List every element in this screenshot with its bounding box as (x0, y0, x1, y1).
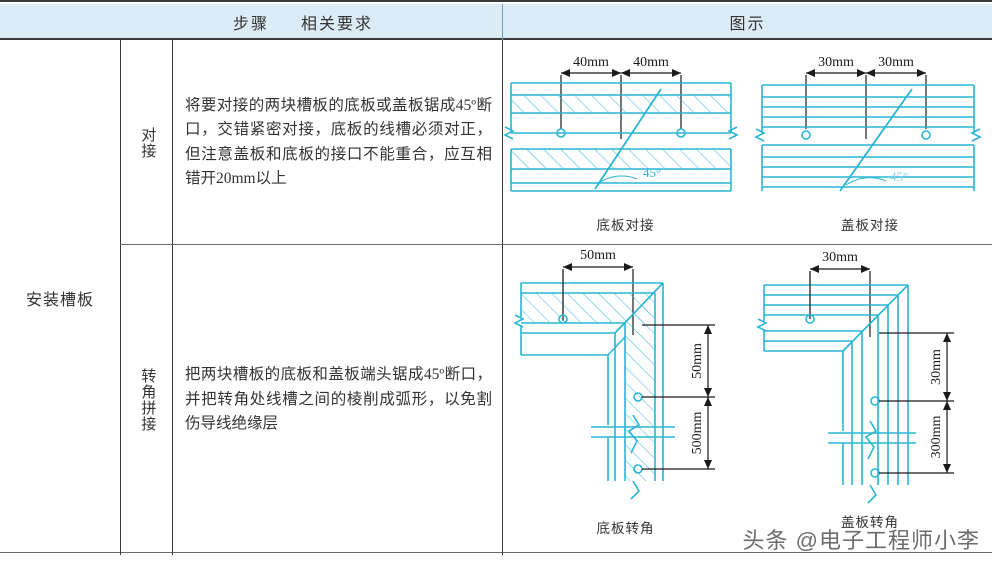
dimension-label-0-0-1: 40mm (633, 55, 669, 70)
dimension-label-1-0-0: 50mm (580, 248, 616, 263)
dimension-label-1-1-1: 30mm (929, 349, 944, 385)
corner-joint-base-diagram: 50mm (513, 248, 715, 500)
watermark: 头条 @电子工程师小李 (742, 528, 980, 553)
dimension-label-0-1-1: 30mm (878, 55, 914, 70)
column-rule-2 (172, 40, 173, 555)
sub-step-label-0: 对接 (139, 126, 156, 159)
angle-label-0-1: 45° (890, 169, 908, 184)
figure-cell-1-0: 50mm (503, 245, 748, 555)
butt-joint-base-diagram: 40mm 40mm 45° (503, 55, 739, 192)
sub-step-label-1: 转角拼接 (139, 368, 156, 432)
dimension-label-1-0-1: 50mm (690, 343, 705, 379)
figure-cell-0-0: 40mm 40mm 45° 底板对接 (503, 41, 748, 244)
dimension-label-1-0-2: 500mm (690, 412, 705, 455)
figure-cell-0-1: 30mm 30mm 45° 盖板对接 (748, 41, 992, 244)
butt-joint-cover-diagram: 30mm 30mm 45° (754, 55, 982, 192)
table-header-row: 步骤 相关要求 图示 (0, 4, 992, 40)
figure-caption-1-1: 盖板转角 (841, 515, 899, 530)
corner-joint-cover-diagram: 30mm (756, 250, 954, 504)
header-cell-requirement: 相关要求 (300, 16, 373, 33)
dimension-label-0-0-0: 40mm (573, 55, 609, 70)
column-rule-3 (502, 40, 503, 555)
header-divider-1 (502, 4, 503, 40)
angle-label-0-0: 45° (643, 165, 661, 180)
figure-caption-1-0: 底板转角 (596, 521, 655, 536)
requirement-text-1: 把两块槽板的底板和盖板端头锯成45º断口，并把转角处线槽之间的棱削成弧形，以免割… (185, 366, 492, 433)
header-cell-figure: 图示 (729, 16, 766, 33)
column-rule-1 (120, 40, 121, 555)
dimension-label-1-1-2: 300mm (929, 416, 944, 459)
figure-caption-0-1: 盖板对接 (841, 218, 899, 233)
dimension-label-0-1-0: 30mm (818, 55, 854, 70)
figure-cell-1-1: 30mm (748, 245, 992, 555)
header-cell-step: 步骤 (232, 16, 269, 33)
step-group-label: 安装槽板 (25, 291, 94, 309)
requirement-text-0: 将要对接的两块槽板的底板或盖板锯成45º断口，交错紧密对接，底板的线槽必须对正，… (185, 96, 492, 187)
figure-caption-0-0: 底板对接 (596, 218, 655, 233)
row-rule-1 (120, 244, 992, 245)
dimension-label-1-1-0: 30mm (822, 250, 858, 265)
